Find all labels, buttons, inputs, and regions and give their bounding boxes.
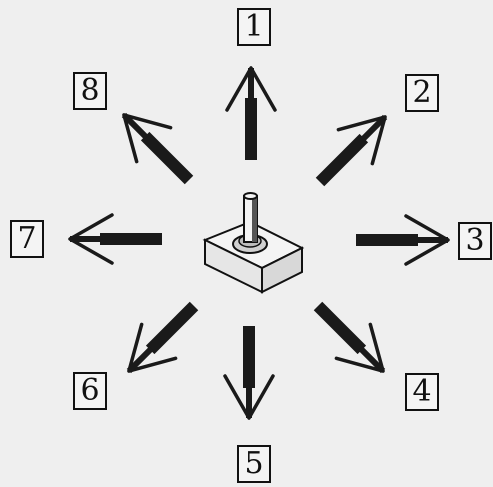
arrow-down-left xyxy=(112,289,211,388)
arrow-up-left xyxy=(107,98,206,197)
direction-label-8: 8 xyxy=(73,72,107,110)
direction-label-1: 1 xyxy=(237,8,271,46)
direction-label-3: 3 xyxy=(458,222,492,260)
arrow-down-right xyxy=(301,289,400,388)
arrow-up-right xyxy=(303,100,402,199)
direction-label-2: 2 xyxy=(405,74,439,112)
arrow-down xyxy=(225,326,273,418)
arrow-up xyxy=(227,68,275,160)
joystick-icon xyxy=(205,193,302,292)
arrow-left xyxy=(70,215,162,263)
direction-label-7: 7 xyxy=(10,220,44,258)
direction-label-5: 5 xyxy=(237,445,271,483)
arrow-right xyxy=(356,216,448,264)
direction-label-6: 6 xyxy=(73,372,107,410)
direction-label-4: 4 xyxy=(405,373,439,411)
